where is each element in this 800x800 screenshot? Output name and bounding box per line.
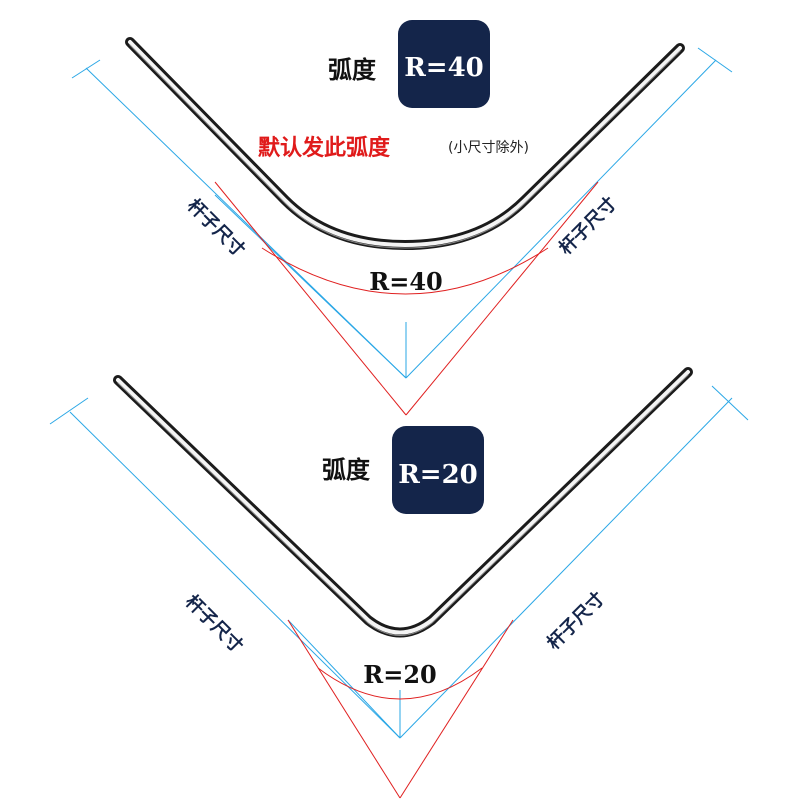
- bottom-dimension-lines: [49, 385, 749, 739]
- top-badge-text: R=40: [404, 53, 484, 83]
- top-dimension-lines: [71, 47, 733, 379]
- top-right-dimension-label: 杆子尺寸: [555, 193, 621, 259]
- bottom-diagram: 弧度 R=20 R=20 杆子尺寸 杆子尺寸: [49, 367, 749, 799]
- top-badge: [398, 20, 490, 108]
- top-title: 弧度: [328, 56, 377, 84]
- top-radius-label: R=40: [369, 267, 442, 296]
- top-default-note: 默认发此弧度: [258, 135, 391, 161]
- top-sub-note: (小尺寸除外): [448, 140, 529, 156]
- top-tube: [125, 37, 685, 251]
- top-left-dimension-label: 杆子尺寸: [183, 195, 249, 261]
- bottom-tube: [113, 367, 693, 638]
- bottom-badge-text: R=20: [398, 460, 478, 490]
- bottom-red-lines: [287, 619, 514, 799]
- bottom-radius-label: R=20: [363, 660, 436, 689]
- bottom-right-dimension-label: 杆子尺寸: [543, 588, 609, 654]
- bottom-left-dimension-label: 杆子尺寸: [181, 591, 247, 657]
- bottom-title: 弧度: [322, 456, 371, 484]
- top-diagram: 弧度 R=40 默认发此弧度 (小尺寸除外) R=40 杆子尺寸 杆子尺寸: [71, 20, 733, 416]
- bottom-badge: [392, 426, 484, 514]
- top-red-lines: [214, 181, 599, 416]
